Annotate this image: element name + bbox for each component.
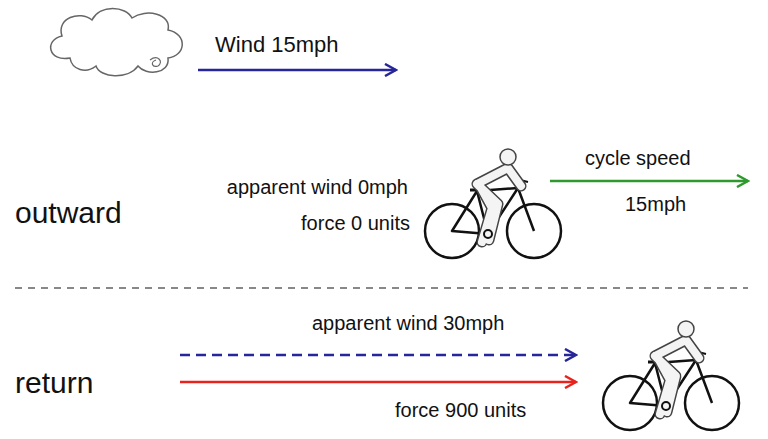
speed-label: cycle speed	[585, 147, 691, 170]
row-label: outward	[15, 196, 122, 231]
cyclist	[603, 321, 739, 430]
apparent-wind-label: apparent wind 0mph	[227, 176, 408, 199]
cloud-curl	[150, 58, 160, 67]
wind-arrow	[198, 69, 396, 72]
force-arrow	[180, 381, 576, 384]
force-label: force 900 units	[395, 399, 526, 422]
apparent-wind-arrow	[180, 354, 576, 357]
wind-label: Wind 15mph	[215, 32, 339, 57]
speed-arrow	[550, 180, 748, 183]
apparent-wind-label: apparent wind 30mph	[312, 312, 504, 335]
force-label: force 0 units	[301, 212, 410, 235]
speed-value: 15mph	[625, 193, 686, 216]
divider	[15, 287, 748, 289]
cloud	[51, 9, 183, 76]
cyclist	[425, 149, 561, 258]
row-label: return	[15, 366, 93, 401]
